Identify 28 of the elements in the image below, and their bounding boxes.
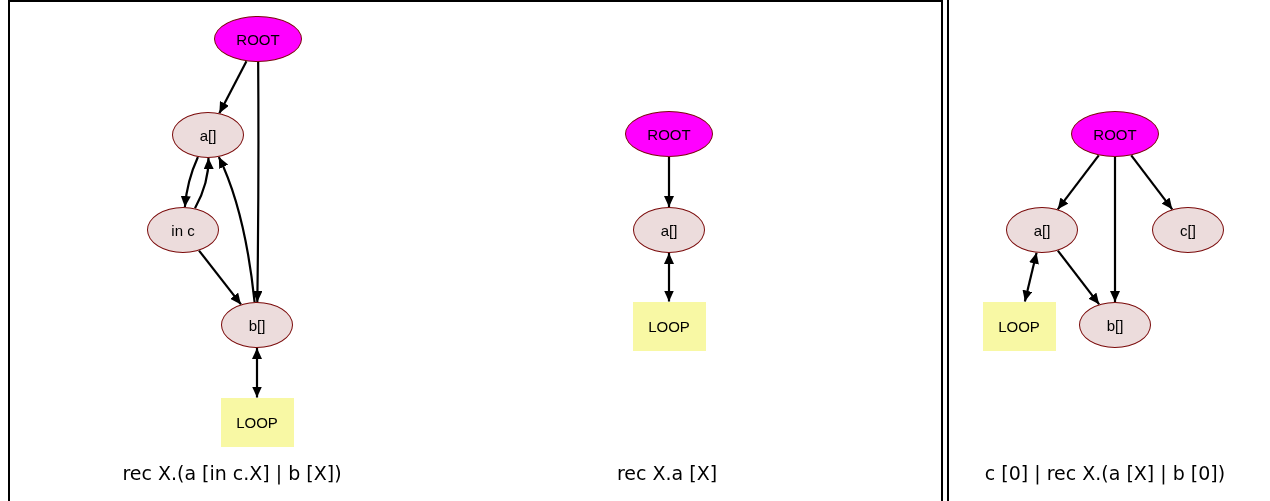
arrow — [217, 156, 256, 303]
state-node: a[] — [1006, 207, 1078, 253]
arrow — [252, 348, 262, 398]
state-node: b[] — [1079, 302, 1151, 348]
arrow — [664, 157, 674, 207]
process-expression: c [0] | rec X.(a [X] | b [0]) — [984, 462, 1226, 484]
state-node: a[] — [172, 112, 244, 158]
loop-box: LOOP — [632, 301, 706, 351]
state-node: in c — [147, 207, 219, 253]
arrow — [1110, 157, 1120, 302]
process-expression: rec X.(a [in c.X] | b [X]) — [122, 462, 342, 484]
arrow — [252, 62, 263, 302]
arrow — [1022, 252, 1039, 302]
loop-box: LOOP — [982, 301, 1056, 351]
state-node: a[] — [633, 207, 705, 253]
arrow — [180, 156, 199, 208]
arrow — [194, 158, 214, 209]
state-node: b[] — [221, 302, 293, 348]
arrow — [198, 249, 242, 306]
root-node: ROOT — [625, 111, 713, 157]
state-node: c[] — [1152, 207, 1224, 253]
process-expression: rec X.a [X] — [616, 462, 718, 484]
arrow — [218, 60, 248, 114]
arrow — [664, 253, 674, 302]
root-node: ROOT — [1071, 111, 1159, 157]
arrow — [1057, 249, 1100, 306]
root-node: ROOT — [214, 16, 302, 62]
loop-box: LOOP — [220, 397, 294, 447]
